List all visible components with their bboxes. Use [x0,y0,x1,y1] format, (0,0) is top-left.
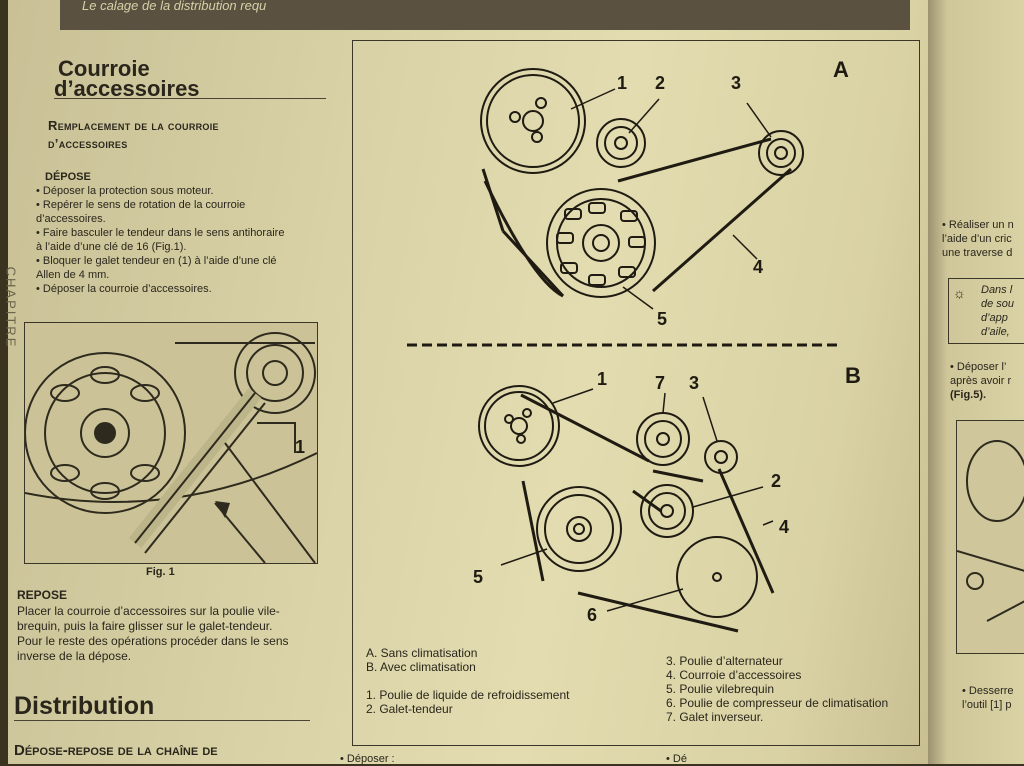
bottom-left-text: • Déposer : [340,753,395,765]
side-tab-text: CHAPITRE [3,266,19,349]
right-page-text-2: • Déposer l’ après avoir r (Fig.5). [950,360,1024,402]
repose-line: brequin, puis la faire glisser sur le ga… [17,619,273,633]
top-banner-text: Le calage de la distribution requ [82,0,267,13]
depose-heading: DÉPOSE [45,171,91,183]
side-tab: CHAPITRE [3,267,18,349]
legend-left: A. Sans climatisation B. Avec climatisat… [366,646,656,716]
distribution-subtitle: Dépose-repose de la chaîne de [14,742,218,759]
figure-1-photo: 1 [24,322,318,564]
diagram-b-label-6: 6 [587,605,597,625]
diagram-b [478,385,775,633]
right-line: l’outil [1] p [962,699,1012,711]
right-line: • Déposer l’ [950,361,1007,373]
right-line: • Desserre [962,685,1014,697]
right-page-illustration [957,440,1024,622]
depose-text: • Déposer la protection sous moteur. • R… [36,184,326,296]
depose-line: • Faire basculer le tendeur dans le sens… [36,227,285,239]
figure-1-illustration: 1 [25,323,317,563]
right-page-text-1: • Réaliser un n l’aide d’un cric une tra… [942,218,1024,260]
figure-1-label: 1 [295,437,305,457]
legend-line: 7. Galet inverseur. [666,710,764,724]
subsection-title-line-1: Remplacement de la courroie [48,118,219,133]
legend-line: B. Avec climatisation [366,660,476,674]
section-title-line-1: Courroie [58,56,150,81]
right-page-text-3: • Desserre l’outil [1] p [962,684,1024,712]
legend-line: 2. Galet-tendeur [366,702,453,716]
section-title-line-2: d’accessoires [54,76,200,101]
legend-line: 6. Poulie de compresseur de climatisatio… [666,696,889,710]
legend-line: 1. Poulie de liquide de refroidissement [366,688,570,702]
legend-line: 3. Poulie d’alternateur [666,654,783,668]
diagram-b-label-1: 1 [597,369,607,389]
subsection-title-line-2: d’accessoires [48,136,128,151]
diagram-b-label-7: 7 [655,373,665,393]
right-line: (Fig.5). [950,389,987,401]
legend-right: 3. Poulie d’alternateur 4. Courroie d’ac… [666,654,916,724]
diagram-a-label-5: 5 [657,309,667,329]
depose-line: d’accessoires. [36,213,106,225]
diagram-a-label-3: 3 [731,73,741,93]
note-line: d’app [981,312,1008,324]
diagram-b-label-3: 3 [689,373,699,393]
right-line: l’aide d’un cric [942,233,1012,245]
note-line: de sou [981,298,1015,310]
distribution-title: Distribution [14,692,155,720]
depose-line: Allen de 4 mm. [36,269,110,281]
diagram-a [480,68,804,310]
depose-line: • Déposer la courroie d’accessoires. [36,283,212,295]
top-banner: Le calage de la distribution requ [60,0,910,30]
repose-heading: REPOSE [17,588,68,602]
diagram-b-label-5: 5 [473,567,483,587]
belt-routing-diagram: 1 2 3 4 5 A B [407,57,861,633]
right-line: • Réaliser un n [942,219,1014,231]
diagram-a-label-2: 2 [655,73,665,93]
depose-line: • Repérer le sens de rotation de la cour… [36,199,246,211]
repose-line: Placer la courroie d’accessoires sur la … [17,604,280,618]
note-line: Dans l [981,284,1013,296]
diagram-b-label-2: 2 [771,471,781,491]
legend-line: 4. Courroie d’accessoires [666,668,802,682]
right-line: après avoir r [950,375,1012,387]
right-page-photo [956,420,1024,654]
sun-icon: ☼ [953,285,966,301]
figure-1-caption: Fig. 1 [146,566,175,578]
diagram-b-badge: B [845,363,861,388]
depose-line: • Bloquer le galet tendeur en (1) à l’ai… [36,255,277,267]
section-title-rule [54,98,326,99]
belt-diagram-panel: 1 2 3 4 5 A B [352,40,920,746]
right-page-note: ☼ Dans l de sou d’app d’aile, [948,278,1024,344]
repose-line: Pour le reste des opérations procéder da… [17,634,289,648]
diagram-a-label-1: 1 [617,73,627,93]
diagram-b-label-4: 4 [779,517,789,537]
bottom-right-text: • Dé [666,753,687,765]
right-line: une traverse d [942,247,1013,259]
diagram-a-label-4: 4 [753,257,763,277]
distribution-rule [14,720,310,721]
note-lines: Dans l de sou d’app d’aile, [981,283,1024,339]
legend-line: 5. Poulie vilebrequin [666,682,775,696]
depose-line: à l’aide d’une clé de 16 (Fig.1). [36,241,187,253]
repose-line: inverse de la dépose. [17,649,132,663]
note-line: d’aile, [981,326,1010,338]
legend-line: A. Sans climatisation [366,646,478,660]
legend-line [366,674,656,688]
depose-line: • Déposer la protection sous moteur. [36,185,214,197]
repose-text: Placer la courroie d’accessoires sur la … [17,604,327,664]
diagram-a-badge: A [833,57,849,82]
